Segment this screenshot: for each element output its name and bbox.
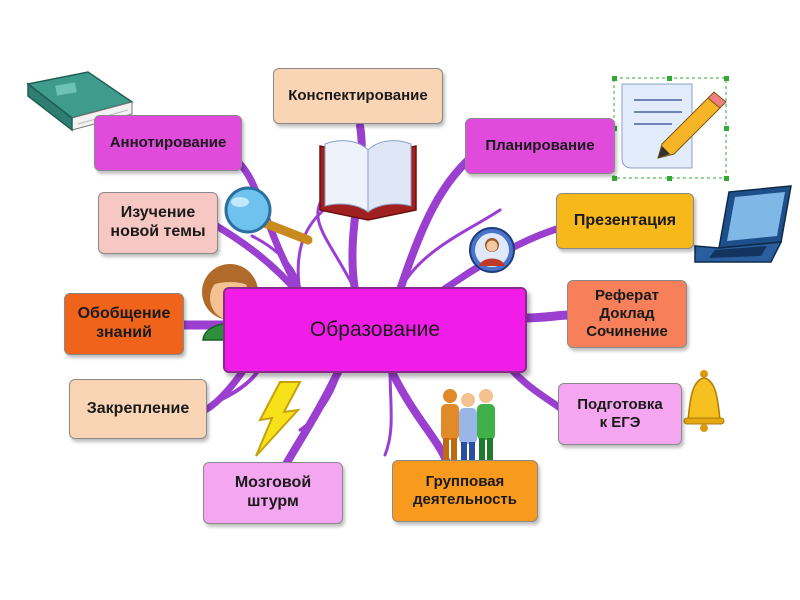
node-presentation: Презентация [556,193,694,249]
user-avatar-icon [469,227,515,273]
node-consolidation: Закрепление [69,379,207,439]
node-notes-label: Конспектирование [288,87,428,105]
node-annotation: Аннотирование [94,115,242,171]
people-group-icon [441,389,495,464]
node-planning-label: Планирование [485,137,595,155]
node-group-work-label: Групповая деятельность [413,473,517,508]
node-exam-prep: Подготовка к ЕГЭ [558,383,682,445]
branch-new-topic [211,221,304,299]
central-node-label: Образование [309,318,441,341]
node-new-topic: Изучение новой темы [98,192,218,254]
lightning-icon [255,381,302,457]
branch-new-topic-b [250,234,302,297]
bell-icon [683,370,725,432]
branch-consolidation [201,364,249,414]
node-generalization-label: Обобщение знаний [77,305,171,341]
node-brainstorm: Мозговой штурм [203,462,343,524]
node-report: Реферат Доклад Сочинение [567,280,687,348]
node-presentation-label: Презентация [573,211,677,229]
branch-exam-prep [506,364,564,412]
node-planning: Планирование [465,118,615,174]
node-report-label: Реферат Доклад Сочинение [586,287,668,340]
node-generalization: Обобщение знаний [64,293,184,355]
laptop-icon [694,185,792,263]
node-brainstorm-label: Мозговой штурм [234,474,312,510]
central-node: Образование [223,287,527,373]
branch-brainstorm-b [298,366,342,432]
node-exam-prep-label: Подготовка к ЕГЭ [577,396,663,431]
node-consolidation-label: Закрепление [86,399,190,417]
node-annotation-label: Аннотирование [109,134,227,152]
magnifier-icon [224,186,313,245]
node-new-topic-label: Изучение новой темы [110,204,206,240]
node-notes: Конспектирование [273,68,443,124]
node-group-work: Групповая деятельность [392,460,538,522]
branch-group-work-b [383,366,393,457]
branch-report [518,310,575,323]
open-book-icon [319,140,417,221]
branch-group-work [386,364,452,470]
notepad-pencil-icon [612,76,729,181]
branch-planning-b [398,208,502,292]
